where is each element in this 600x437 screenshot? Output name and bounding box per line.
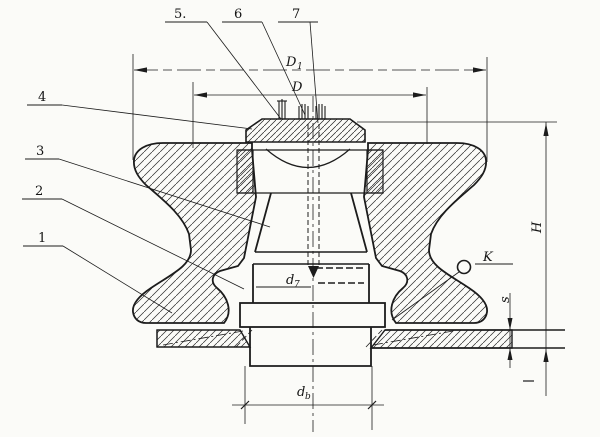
dim-H-label: H [530,221,545,234]
pedestal-cone [254,192,368,253]
callout-2 [22,198,245,290]
dim-d7-subscript: 7 [294,280,300,290]
callout-7 [278,21,319,124]
deck-spigot [249,327,372,367]
dim-D-label: D [291,80,303,95]
hub-ring [236,149,384,194]
dim-s-label: s [498,296,513,303]
callout-5-label: 5. [174,7,186,22]
callout-7-label: 7 [292,7,300,22]
callout-6-label: 6 [234,7,242,22]
callout-1 [23,245,173,314]
cap-section [245,118,366,168]
deck-plate [156,329,565,349]
roller-right-half [363,142,488,324]
callout-3-label: 3 [36,144,44,159]
pedestal-column [239,124,386,367]
callout-6 [222,21,306,116]
hub-left-strip [236,149,254,194]
roller-left-half [132,142,257,324]
dim-K-label: K [482,250,494,265]
callout-4-label: 4 [38,90,46,105]
drill-point [308,266,319,278]
roller-section [132,142,488,324]
callout-1-label: 1 [38,231,46,246]
hub-right-strip [366,149,384,194]
dim-D1-subscript: 1 [297,62,303,72]
callout-3 [25,158,271,228]
callout-5 [165,21,282,120]
callout-2-label: 2 [35,184,43,199]
dim-db-subscript: b [305,392,311,402]
callout-leaders [22,21,319,314]
dim-d7-label: d [286,273,294,288]
deck-right [369,329,513,349]
dim-db-label: d [297,385,305,400]
stud-bolt-right [314,104,327,120]
cap-studs [277,99,327,120]
dimension-lines [132,54,557,430]
labels: 1 2 3 4 5. 6 7 D 1 D H s K d 7 d b [35,7,545,402]
cap-body [245,118,366,143]
dim-D1-label: D [285,55,297,70]
callout-4 [27,104,253,130]
base-flange [239,302,386,328]
detail-mark-K [391,259,513,321]
stud-bolt-left [296,104,311,120]
k-detail-circle [456,259,472,275]
